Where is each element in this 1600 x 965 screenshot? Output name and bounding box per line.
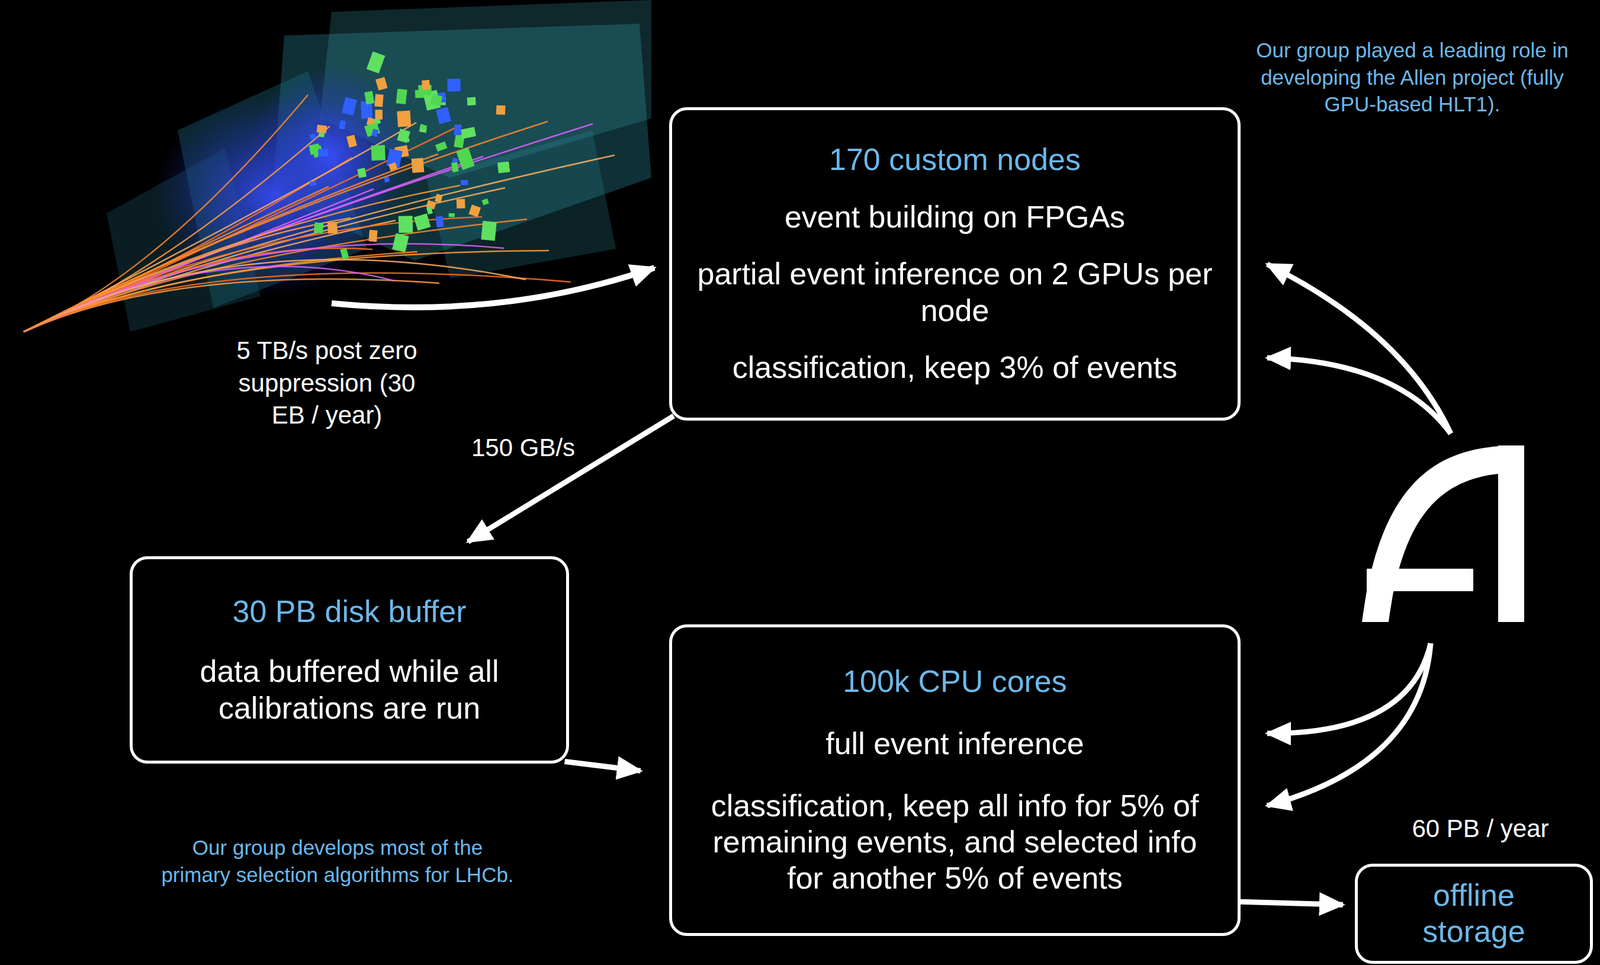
- hit: [421, 79, 430, 91]
- track: [23, 250, 549, 332]
- hit: [374, 109, 383, 120]
- hit: [430, 94, 443, 106]
- box-text: classification, keep all info for 5% of …: [695, 787, 1214, 897]
- buffer-box: 30 PB disk buffer data buffered while all…: [129, 556, 570, 764]
- hit: [448, 213, 455, 218]
- hit: [497, 161, 510, 173]
- hit: [313, 222, 324, 234]
- rate-label: 5 TB/s post zero suppression (30 EB / ye…: [220, 334, 434, 432]
- group-note: Our group develops most of the primary s…: [156, 833, 519, 888]
- hit: [346, 134, 358, 148]
- hit: [341, 97, 358, 116]
- hit: [309, 181, 317, 186]
- hit: [426, 206, 433, 215]
- hit: [316, 124, 328, 134]
- edge-label: 150 GB/s: [467, 432, 579, 464]
- hit: [447, 78, 461, 92]
- hit: [460, 126, 477, 139]
- hit: [392, 233, 409, 253]
- track: [23, 187, 506, 332]
- flow-arrow: [564, 761, 641, 771]
- hit: [456, 198, 466, 209]
- storage-box: offline storage: [1354, 863, 1593, 964]
- hit: [456, 147, 475, 170]
- hit: [435, 141, 448, 152]
- hit: [454, 124, 462, 136]
- process-box: 170 custom nodes event building on FPGAs p…: [669, 107, 1241, 421]
- track: [23, 155, 615, 332]
- hit: [364, 90, 375, 105]
- track: [23, 248, 373, 332]
- hit: [467, 97, 477, 106]
- track: [23, 157, 352, 332]
- hit: [435, 216, 444, 228]
- hit: [383, 176, 390, 183]
- hit: [309, 133, 317, 140]
- hit: [396, 110, 411, 127]
- rate-label: 60 PB / year: [1382, 812, 1579, 846]
- hit: [339, 248, 349, 260]
- hit: [366, 51, 385, 74]
- track: [23, 94, 308, 332]
- track: [23, 266, 395, 332]
- hit: [327, 221, 338, 234]
- track: [23, 243, 504, 332]
- box-text: event building on FPGAs: [784, 198, 1126, 236]
- process-box: 100k CPU cores full event inference classi…: [669, 624, 1241, 936]
- hit: [451, 162, 459, 173]
- hit: [434, 193, 443, 203]
- box-text: full event inference: [825, 725, 1085, 762]
- box-heading: 170 custom nodes: [829, 141, 1081, 178]
- hit: [468, 204, 481, 217]
- hit: [481, 198, 489, 205]
- hit: [398, 215, 413, 233]
- flow-arrow: [467, 415, 674, 542]
- hit: [419, 123, 428, 130]
- flow-arrow: [1240, 901, 1344, 905]
- box-text: partial event inference on 2 GPUs per no…: [695, 255, 1214, 329]
- box-heading: offline storage: [1381, 876, 1567, 950]
- group-note: Our group played a leading role in devel…: [1234, 36, 1590, 118]
- ai-logo: [1361, 445, 1525, 622]
- track: [23, 121, 548, 332]
- event-display: [23, 0, 652, 332]
- track: [23, 126, 330, 332]
- hit: [435, 107, 452, 125]
- hit: [338, 120, 346, 130]
- track: [23, 259, 526, 332]
- hit: [396, 128, 411, 143]
- hit: [413, 213, 432, 231]
- hit: [396, 88, 408, 105]
- hit: [411, 157, 425, 173]
- hit: [480, 220, 497, 242]
- input-arrow: [331, 267, 655, 308]
- hit: [368, 229, 378, 242]
- hit: [496, 105, 506, 115]
- hit: [460, 180, 469, 186]
- hit: [317, 148, 329, 157]
- box-text: data buffered while all calibrations are…: [156, 653, 543, 726]
- box-heading: 30 PB disk buffer: [232, 593, 467, 630]
- hit: [364, 121, 381, 137]
- hit: [374, 94, 384, 108]
- box-text: classification, keep 3% of events: [732, 349, 1178, 386]
- hit: [357, 167, 367, 178]
- track: [23, 251, 418, 332]
- box-heading: 100k CPU cores: [842, 663, 1068, 700]
- hit: [371, 128, 379, 137]
- track: [23, 216, 483, 332]
- hit: [371, 145, 386, 161]
- hit: [388, 162, 398, 171]
- calorimeter-hits: [309, 51, 511, 260]
- hit: [375, 76, 388, 91]
- logo-arrows: [1267, 264, 1451, 806]
